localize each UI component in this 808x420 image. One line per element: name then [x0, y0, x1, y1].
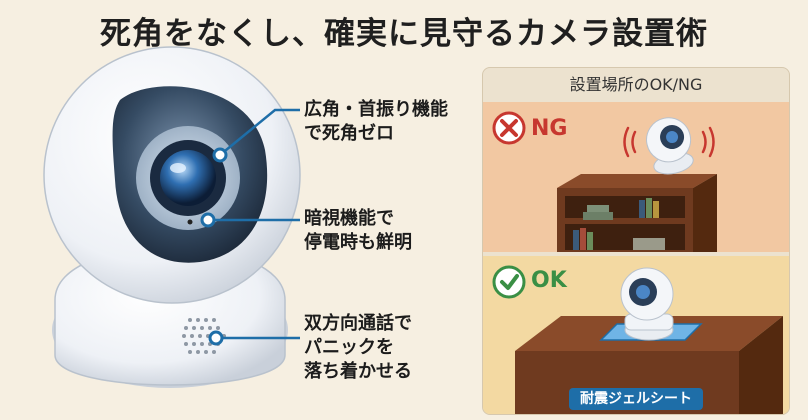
ok-camera	[620, 267, 674, 341]
ng-scene	[492, 111, 717, 252]
placement-panel: 設置場所のOK/NG	[482, 67, 790, 415]
callout-wide-angle-line1: 広角・首振り機能	[304, 99, 448, 120]
page-title: 死角をなくし、確実に見守るカメラ設置術	[100, 16, 708, 52]
callout-wide-angle: 広角・首振り機能 で死角ゼロ	[304, 98, 448, 146]
check-circle-icon	[492, 265, 526, 299]
callout-two-way-audio-line1: 双方向通話で	[304, 313, 412, 334]
callout-night-vision-line2: 停電時も鮮明	[304, 232, 412, 253]
callout-two-way-audio-line3: 落ち着かせる	[304, 361, 412, 382]
shake-marks	[623, 126, 715, 158]
callout-lines	[208, 108, 300, 340]
ir-sensor	[187, 219, 193, 225]
ng-camera	[646, 117, 694, 175]
ok-label: OK	[531, 268, 567, 293]
callout-dot-lens	[212, 147, 228, 163]
gel-mat-label: 耐震ジェルシート	[569, 388, 703, 410]
ng-label: NG	[531, 116, 568, 141]
camera-base	[54, 246, 286, 386]
ok-example: OK 耐震ジェルシート	[483, 256, 789, 414]
callout-wide-angle-line2: で死角ゼロ	[304, 123, 394, 144]
lens-ring	[136, 126, 240, 230]
placement-header: 設置場所のOK/NG	[569, 75, 703, 94]
ng-example: NG	[483, 102, 789, 252]
callout-two-way-audio: 双方向通話で パニックを 落ち着かせる	[304, 312, 412, 384]
callout-night-vision-line1: 暗視機能で	[304, 208, 394, 229]
callout-dot-speaker	[208, 330, 224, 346]
camera-lens	[160, 150, 216, 206]
callout-dot-ir	[200, 212, 216, 228]
callout-night-vision: 暗視機能で 停電時も鮮明	[304, 207, 412, 255]
status-led	[183, 297, 189, 303]
callout-two-way-audio-line2: パニックを	[304, 337, 394, 358]
speaker-grille	[182, 318, 226, 354]
camera-head	[43, 46, 301, 304]
camera-visor	[112, 86, 268, 263]
camera-base-shadow	[52, 272, 288, 388]
